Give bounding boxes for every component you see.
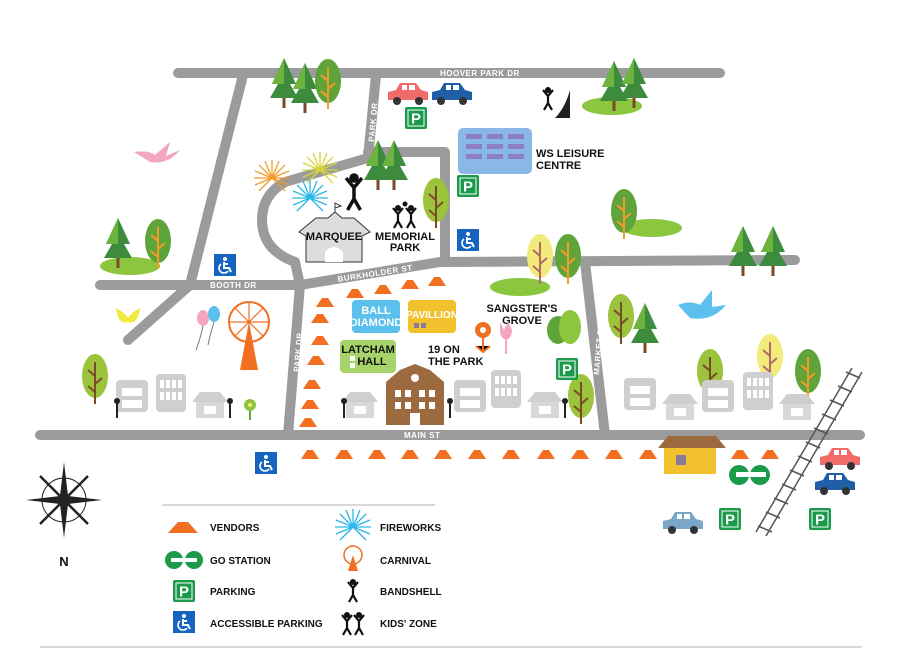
legend-kids-zone: KIDS' ZONE: [380, 619, 437, 630]
label-latcham-2: HALL: [357, 356, 387, 368]
decorations: [116, 142, 726, 351]
legend-accessible-parking: ACCESSIBLE PARKING: [210, 619, 323, 630]
street-label-burkholder: BURKHOLDER ST: [337, 263, 413, 284]
label-ball-2: DIAMOND: [350, 317, 403, 329]
marquee-tent[interactable]: [298, 202, 371, 263]
carnival-icon: [228, 301, 270, 370]
label-ball-1: BALL: [361, 305, 391, 317]
label-memorial-1: MEMORIAL: [375, 231, 435, 243]
street-label-market: MARKET ST: [592, 323, 605, 375]
kids-zone-icon: [391, 201, 418, 230]
legend-parking: PARKING: [210, 587, 256, 598]
ball-diamond[interactable]: [352, 300, 400, 333]
vendor-icon: [168, 522, 198, 533]
railway: [755, 367, 863, 537]
latcham-hall[interactable]: [340, 340, 396, 373]
go-station-icon: [165, 551, 203, 569]
go-logo-map: [729, 465, 770, 485]
parking-icon: [172, 579, 196, 603]
label-ws-leisure-2: CENTRE: [536, 160, 581, 172]
pavillion[interactable]: [408, 300, 456, 333]
label-sangster-2: GROVE: [502, 315, 542, 327]
legend-carnival: CARNIVAL: [380, 556, 431, 567]
legend-vendors: VENDORS: [210, 523, 260, 534]
skateboard-icon: [541, 85, 570, 118]
compass-north-label: N: [59, 554, 68, 569]
label-ws-leisure-1: WS LEISURE: [536, 148, 604, 160]
carnival-legend-icon: [343, 545, 363, 571]
ws-leisure-centre-building[interactable]: [458, 128, 532, 174]
label-19-on-the-park-2: THE PARK: [428, 356, 483, 368]
label-marquee: MARQUEE: [306, 231, 362, 243]
road-thicketwood-blvd: [123, 70, 248, 345]
trees: [81, 58, 822, 425]
legend: VENDORS GO STATION PARKING ACCESSIBLE PA…: [40, 504, 862, 648]
label-pavillion: PAVILLION: [406, 310, 458, 321]
street-label-booth: BOOTH DR: [210, 281, 257, 290]
flowers: [244, 322, 512, 420]
legend-go-station: GO STATION: [210, 556, 271, 567]
go-station-building[interactable]: [658, 436, 726, 474]
label-sangster-1: SANGSTER'S: [486, 303, 557, 315]
bandshell-legend-icon: [346, 577, 360, 604]
compass-rose: [26, 462, 102, 538]
road-market-st: [580, 257, 610, 440]
accessible-parking-icon: [172, 610, 196, 634]
label-19-on-the-park-1: 19 ON: [428, 344, 460, 356]
label-memorial-2: PARK: [390, 242, 420, 254]
kids-zone-legend-icon: [340, 610, 366, 637]
street-label-park-lower: PARK DR: [292, 332, 304, 372]
fireworks-legend-icon: [334, 508, 372, 541]
label-latcham-1: LATCHAM: [341, 344, 395, 356]
street-label-hoover: HOOVER PARK DR: [440, 69, 520, 78]
bandshell-icon: [344, 171, 364, 212]
legend-bandshell: BANDSHELL: [380, 587, 442, 598]
street-label-park-upper: PARK DR: [367, 102, 379, 142]
legend-fireworks: FIREWORKS: [380, 523, 441, 534]
street-label-main: MAIN ST: [404, 431, 440, 440]
19-on-the-park-building[interactable]: [386, 364, 444, 425]
